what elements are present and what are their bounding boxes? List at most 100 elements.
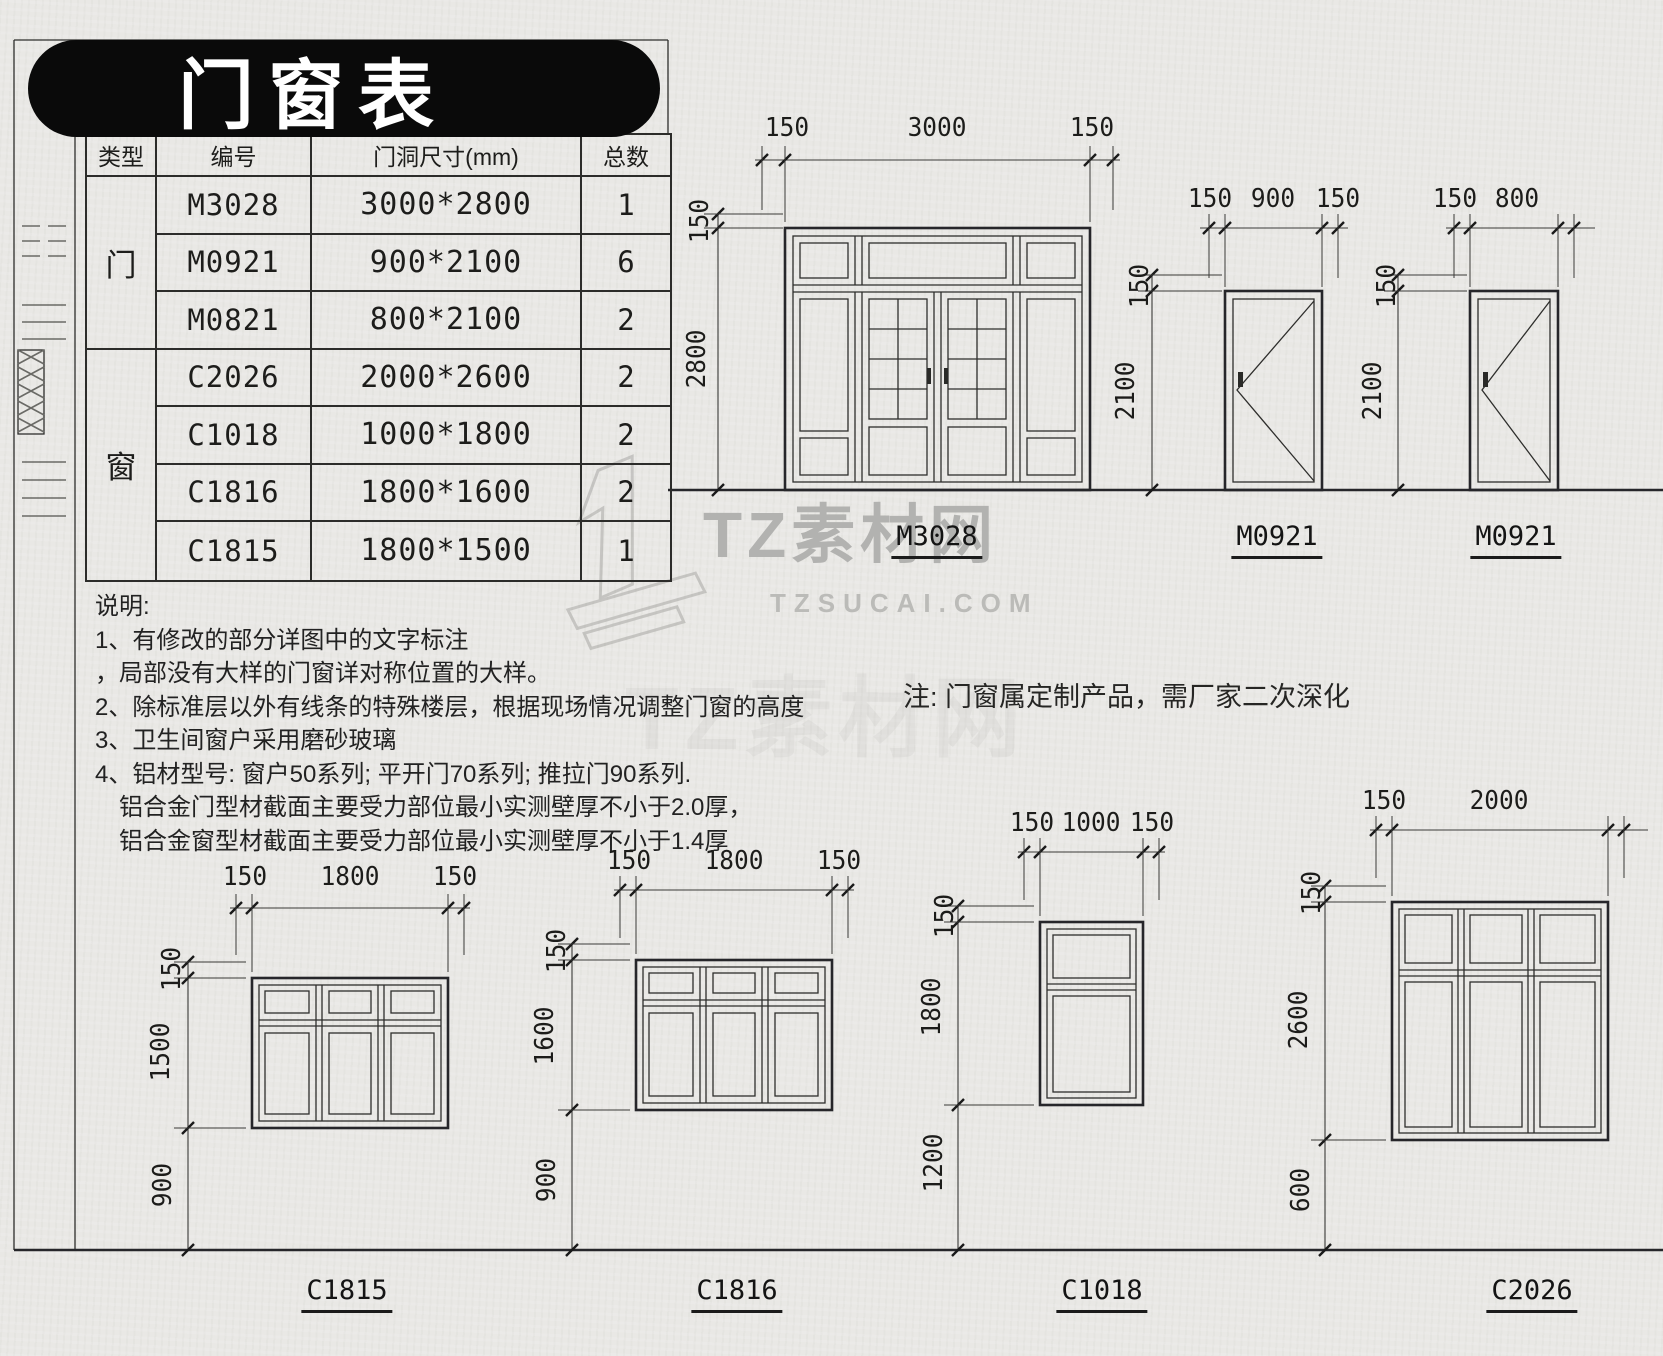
dim-label: 2800 bbox=[682, 329, 712, 389]
table-cell-count: 2 bbox=[582, 350, 670, 407]
dim-label: 150 bbox=[685, 198, 715, 244]
elevation-label-m0921b: M0921 bbox=[1470, 521, 1562, 559]
dim-label: 1800 bbox=[704, 846, 764, 876]
m3028-dimensions bbox=[704, 146, 1120, 497]
elevation-label-c1018: C1018 bbox=[1056, 1275, 1148, 1313]
table-cell-size: 1800*1600 bbox=[312, 464, 582, 522]
col-header-count: 总数 bbox=[582, 135, 670, 177]
table-cell-count: 1 bbox=[617, 533, 635, 568]
table-cell-size: 900*2100 bbox=[312, 234, 582, 292]
dim-label: 1200 bbox=[919, 1133, 949, 1193]
table-cell-code: C1815 bbox=[157, 522, 312, 580]
dim-label: 150 bbox=[1129, 808, 1175, 838]
table-cell-count: 2 bbox=[582, 465, 670, 522]
dim-label: 150 bbox=[1009, 808, 1055, 838]
dim-label: 900 bbox=[532, 1157, 562, 1203]
watermark-site-name: TZ素材网 bbox=[703, 499, 999, 571]
m0921a-elevation-drawing bbox=[1223, 289, 1324, 492]
dim-label: 3000 bbox=[907, 113, 967, 143]
watermark-domain: TZSUCAI.COM bbox=[770, 588, 1039, 618]
table-cell-size: 1800*1500 bbox=[312, 522, 582, 580]
table-cell-code: M0821 bbox=[157, 292, 312, 350]
dim-label: 2100 bbox=[1111, 361, 1141, 421]
table-cell-count: 1 bbox=[582, 177, 670, 235]
dim-label: 900 bbox=[148, 1162, 178, 1208]
dim-label: 150 bbox=[1297, 870, 1327, 916]
c1018-dimensions bbox=[944, 838, 1166, 1257]
table-cell-count: 2 bbox=[582, 407, 670, 465]
table-cell-code: C2026 bbox=[157, 349, 312, 407]
elevation-label-c2026: C2026 bbox=[1486, 1275, 1578, 1313]
note-line: 1、有修改的部分详图中的文字标注 bbox=[95, 626, 469, 654]
notes-heading: 说明: bbox=[95, 593, 150, 620]
group-cell-door: 门 bbox=[87, 177, 157, 350]
notes-block: 说明: 1、有修改的部分详图中的文字标注 ，局部没有大样的门窗详对称位置的大样。… bbox=[95, 590, 804, 858]
dim-label: 600 bbox=[1286, 1167, 1316, 1213]
note-line: 铝合金门型材截面主要受力部位最小实测壁厚不小于2.0厚， bbox=[119, 794, 753, 821]
dim-label: 150 bbox=[432, 862, 478, 892]
dim-label: 150 bbox=[816, 846, 862, 876]
dim-label: 150 bbox=[222, 862, 268, 892]
dim-label: 150 bbox=[1315, 184, 1361, 214]
sheet-title: 门窗表 bbox=[178, 53, 448, 139]
dim-label: 150 bbox=[157, 946, 187, 992]
dim-label: 150 bbox=[764, 113, 810, 143]
production-note: 注: 门窗属定制产品，需厂家二次深化 bbox=[903, 682, 1351, 712]
c1816-dimensions bbox=[558, 876, 855, 1257]
dim-label: 150 bbox=[1372, 263, 1402, 309]
dim-label: 1500 bbox=[146, 1022, 176, 1082]
dim-label: 900 bbox=[1250, 184, 1296, 214]
m0921b-dimensions bbox=[1384, 214, 1595, 497]
table-cell-size: 800*2100 bbox=[312, 292, 582, 350]
elevation-label-m3028: M3028 bbox=[891, 521, 983, 559]
col-header-size: 门洞尺寸(mm) bbox=[312, 135, 582, 177]
table-cell-code: M3028 bbox=[157, 177, 312, 235]
dim-label: 150 bbox=[606, 846, 652, 876]
table-cell-code: M0921 bbox=[157, 234, 312, 292]
m0921a-dimensions bbox=[1138, 214, 1348, 497]
door-window-schedule-table: 类型 编号 门洞尺寸(mm) 总数 门 窗 M3028 3000*2800 1 … bbox=[85, 133, 672, 582]
dim-label: 1800 bbox=[917, 977, 947, 1037]
note-line: 3、卫生间窗户采用磨砂玻璃 bbox=[95, 727, 397, 754]
note-line: 铝合金窗型材截面主要受力部位最小实测壁厚不小于1.4厚 bbox=[119, 827, 729, 855]
table-cell-count: 2 bbox=[582, 292, 670, 350]
group-cell-window: 窗 bbox=[87, 349, 157, 580]
watermark-ghost: TZ素材网 bbox=[625, 669, 1027, 768]
note-line: 2、除标准层以外有线条的特殊楼层，根据现场情况调整门窗的高度 bbox=[95, 693, 805, 721]
c1018-elevation-drawing bbox=[1038, 920, 1145, 1107]
table-cell-code: C1816 bbox=[157, 464, 312, 522]
table-cell-code: C1018 bbox=[157, 407, 312, 465]
dim-label: 1800 bbox=[320, 862, 380, 892]
title-strip-marks bbox=[17, 225, 66, 517]
c2026-elevation-drawing bbox=[1390, 900, 1610, 1142]
dim-label: 150 bbox=[1361, 786, 1407, 816]
title-banner: 门窗表 bbox=[28, 40, 660, 139]
col-header-code: 编号 bbox=[157, 135, 312, 177]
m0921b-elevation-drawing bbox=[1468, 289, 1560, 492]
table-cell-size: 2000*2600 bbox=[312, 349, 582, 407]
elevation-label-c1816: C1816 bbox=[691, 1275, 783, 1313]
table-cell-size: 3000*2800 bbox=[312, 177, 582, 235]
c2026-dimensions bbox=[1311, 816, 1648, 1257]
c1815-elevation-drawing bbox=[250, 976, 450, 1130]
dim-label: 150 bbox=[930, 893, 960, 939]
note-line: 4、铝材型号: 窗户50系列; 平开门70系列; 推拉门90系列. bbox=[95, 760, 692, 788]
col-header-type: 类型 bbox=[87, 135, 157, 177]
table-cell-size: 1000*1800 bbox=[312, 407, 582, 465]
elevation-label-c1815: C1815 bbox=[301, 1275, 393, 1313]
dim-label: 1600 bbox=[530, 1006, 560, 1066]
dim-label: 2100 bbox=[1358, 361, 1388, 421]
c1815-dimensions bbox=[174, 894, 471, 1257]
dim-label: 150 bbox=[1187, 184, 1233, 214]
dim-label: 150 bbox=[1125, 263, 1155, 309]
dim-label: 150 bbox=[1069, 113, 1115, 143]
m3028-elevation-drawing bbox=[783, 226, 1092, 492]
watermark-logo bbox=[565, 454, 707, 651]
dim-label: 150 bbox=[1432, 184, 1478, 214]
elevation-label-m0921a: M0921 bbox=[1231, 521, 1323, 559]
c1816-elevation-drawing bbox=[634, 958, 834, 1112]
table-cell-count: 6 bbox=[582, 235, 670, 292]
dim-label: 1000 bbox=[1061, 808, 1121, 838]
dim-label: 2600 bbox=[1284, 990, 1314, 1050]
dim-label: 150 bbox=[542, 928, 572, 974]
